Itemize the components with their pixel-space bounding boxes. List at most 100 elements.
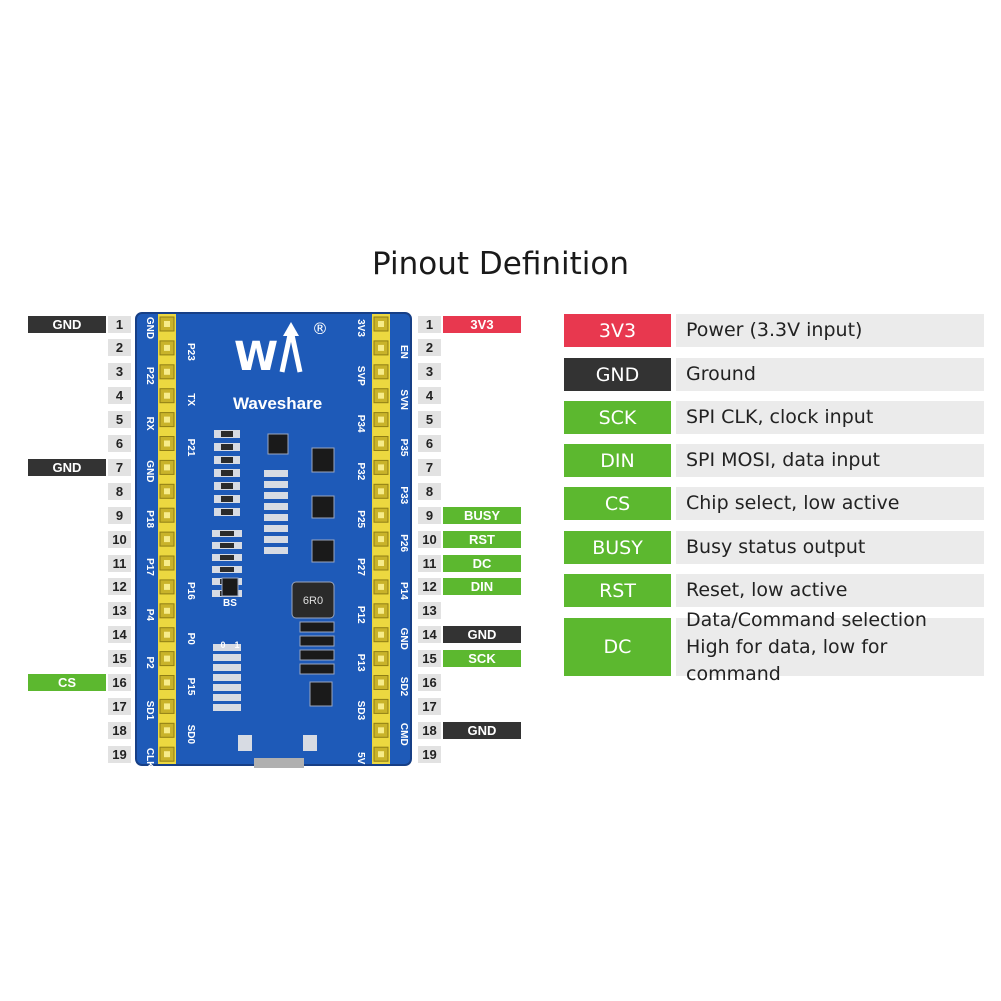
smd-capacitor-lower [213, 674, 241, 681]
bs-option-1-label: 1 [234, 640, 239, 650]
diode-chip [299, 663, 335, 675]
right-header-pin-tip [378, 368, 384, 375]
right-header-pin-tip [378, 416, 384, 423]
right-header-pin-tip [378, 321, 384, 327]
legend-description-busy: Busy status output [676, 531, 984, 564]
smd-resistor-lower-body [220, 531, 234, 536]
left-pin-silk-label: P17 [144, 558, 155, 576]
smd-resistor-lower-body [220, 555, 234, 560]
diode-chip [299, 621, 335, 633]
smd-capacitor-lower [213, 664, 241, 671]
right-header-pin-tip [378, 679, 384, 686]
right-header-pin-tip [378, 344, 384, 351]
legend-description-line: Chip select, low active [686, 492, 900, 514]
left-pin-silk-label: RX [144, 417, 155, 431]
smd-capacitor-lower [213, 694, 241, 701]
right-pin-silk-label: P32 [355, 463, 366, 481]
right-header-pin-tip [378, 536, 384, 543]
left-header-pin-tip [164, 368, 170, 375]
left-pin-number: 14 [108, 626, 131, 644]
left-pin-silk-label: SD0 [185, 725, 196, 745]
left-pin-silk-label: P0 [185, 633, 196, 646]
legend-description-line: Power (3.3V input) [686, 319, 863, 341]
right-pin-silk-label: 5V [355, 752, 366, 765]
right-header-pin-tip [378, 392, 384, 399]
smd-capacitor [264, 514, 288, 521]
right-pin-silk-label: P26 [398, 534, 409, 552]
legend-key-gnd: GND [564, 358, 671, 391]
inductor-label: 6R0 [303, 595, 323, 607]
left-pin-number: 5 [108, 411, 131, 429]
legend-key-sck: SCK [564, 401, 671, 434]
legend-description-line: SPI CLK, clock input [686, 406, 874, 428]
mosfet-chip-2 [311, 495, 335, 519]
left-pin-silk-label: P22 [144, 367, 155, 385]
left-pin-silk-label: P23 [185, 343, 196, 361]
left-header-pin-tip [164, 488, 170, 495]
left-pin-silk-label: P16 [185, 582, 196, 600]
legend-description-rst: Reset, low active [676, 574, 984, 607]
left-pin-number: 17 [108, 697, 131, 715]
legend-description-3v3: Power (3.3V input) [676, 314, 984, 347]
right-pin-silk-label: SVP [355, 366, 366, 386]
right-pin-silk-label: CMD [398, 723, 409, 746]
legend-description-line: SPI MOSI, data input [686, 449, 880, 471]
smd-resistor-body [221, 496, 233, 502]
left-pin-silk-label: P21 [185, 439, 196, 457]
right-pin-tag-dc: DC [443, 554, 521, 572]
smd-capacitor [264, 536, 288, 543]
registered-mark: ® [312, 319, 328, 338]
smd-capacitor [264, 503, 288, 510]
left-pin-number: 15 [108, 650, 131, 668]
usb-connector [254, 758, 304, 768]
right-pin-silk-label: SD2 [398, 677, 409, 697]
right-pin-tag-sck: SCK [443, 650, 521, 668]
right-pin-tag-rst: RST [443, 530, 521, 548]
legend-description-gnd: Ground [676, 358, 984, 391]
left-header-pin-tip [164, 631, 170, 638]
legend-key-busy: BUSY [564, 531, 671, 564]
smd-capacitor [264, 470, 288, 477]
left-pin-number: 4 [108, 387, 131, 405]
legend-description-line: Data/Command selection [686, 608, 927, 631]
right-pin-number: 5 [418, 411, 441, 429]
right-header-pin-tip [378, 440, 384, 447]
right-pin-number: 15 [418, 650, 441, 668]
test-pad [238, 735, 252, 751]
smd-capacitor [264, 492, 288, 499]
right-header-pin-tip [378, 512, 384, 519]
left-pin-number: 13 [108, 602, 131, 620]
legend-description-sck: SPI CLK, clock input [676, 401, 984, 434]
right-pin-number: 18 [418, 721, 441, 739]
right-pin-number: 17 [418, 697, 441, 715]
left-header-pin-tip [164, 679, 170, 686]
diode-chip [299, 649, 335, 661]
left-pin-silk-label: P4 [144, 609, 155, 622]
right-header-pin-tip [378, 703, 384, 710]
right-pin-silk-label: SD3 [355, 701, 366, 721]
right-pin-number: 11 [418, 554, 441, 572]
mosfet-chip-3 [311, 539, 335, 563]
left-pin-number: 16 [108, 674, 131, 691]
left-pin-number: 6 [108, 435, 131, 452]
right-pin-number: 14 [418, 626, 441, 644]
right-pin-tag-gnd: GND [443, 721, 521, 739]
left-pin-number: 3 [108, 363, 131, 381]
left-pin-silk-label: SD1 [144, 701, 155, 721]
right-pin-tag-3v3: 3V3 [443, 315, 521, 333]
right-pin-number: 2 [418, 339, 441, 357]
left-header-pin-tip [164, 727, 170, 734]
left-header-pin-tip [164, 583, 170, 590]
right-pin-silk-label: P27 [355, 558, 366, 576]
left-pin-number: 12 [108, 578, 131, 596]
right-header-pin-tip [378, 583, 384, 590]
legend-description-din: SPI MOSI, data input [676, 444, 984, 477]
left-pin-silk-label: GND [144, 317, 155, 339]
right-pin-silk-label: P25 [355, 510, 366, 528]
smd-resistor-body [221, 470, 233, 476]
smd-capacitor [264, 481, 288, 488]
smd-capacitor-lower [213, 644, 241, 651]
left-pin-tag-gnd: GND [28, 458, 106, 476]
left-pin-number: 11 [108, 554, 131, 572]
